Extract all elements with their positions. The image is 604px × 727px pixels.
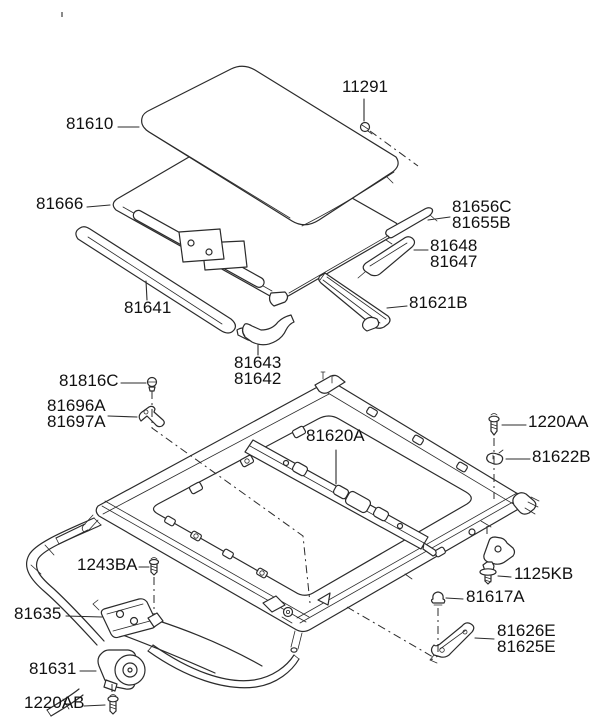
part-label-81622B: 81622B bbox=[532, 447, 591, 466]
guide-rail bbox=[318, 272, 391, 332]
side-trim-strip-upper bbox=[385, 207, 438, 245]
part-label-81697A: 81697A bbox=[47, 412, 106, 431]
drain-hose-elbow bbox=[241, 314, 295, 346]
part-label-81648: 81648 bbox=[430, 236, 478, 255]
rear-cross-member bbox=[244, 439, 437, 557]
sunshade-panel bbox=[112, 132, 400, 307]
part-label-1220AA: 1220AA bbox=[528, 412, 589, 431]
part-label-81696A: 81696A bbox=[47, 396, 106, 415]
leader-lines bbox=[65, 98, 531, 707]
part-label-1243BA: 1243BA bbox=[77, 555, 138, 574]
screw-glyph-1243ba bbox=[148, 557, 160, 576]
side-trim-strip-lower bbox=[357, 236, 416, 279]
part-label-81816C: 81816C bbox=[59, 371, 119, 390]
hold-down-bracket-1125kb bbox=[483, 536, 516, 565]
drive-cables bbox=[119, 619, 263, 674]
part-label-81656C: 81656C bbox=[452, 197, 512, 216]
screw-glyph-81816c bbox=[146, 376, 158, 392]
part-label-81626E: 81626E bbox=[497, 621, 556, 640]
part-label-81631: 81631 bbox=[29, 659, 77, 678]
part-label-81625E: 81625E bbox=[497, 637, 556, 656]
part-label-81641: 81641 bbox=[124, 298, 172, 317]
screw-glyph-1220aa bbox=[488, 413, 500, 436]
part-label-1125KB: 1125KB bbox=[514, 564, 574, 583]
part-label-81643: 81643 bbox=[234, 353, 282, 372]
part-label-81620A: 81620A bbox=[306, 426, 365, 445]
bolt-glyph-1125kb bbox=[479, 561, 497, 585]
cable-guide-assembly bbox=[92, 598, 164, 639]
part-label-1220AB: 1220AB bbox=[24, 693, 85, 712]
part-label-81647: 81647 bbox=[430, 252, 478, 271]
grommet-glyph-81617a bbox=[430, 591, 446, 606]
mount-bracket-81626e bbox=[429, 622, 475, 664]
screw-glyph-11291 bbox=[359, 121, 373, 135]
page-tick-mark bbox=[61, 12, 63, 17]
part-label-81655B: 81655B bbox=[452, 213, 511, 232]
part-label-81642: 81642 bbox=[234, 369, 282, 388]
part-label-81635: 81635 bbox=[14, 604, 62, 623]
clip-glyph-81622b bbox=[486, 449, 504, 465]
part-label-81610: 81610 bbox=[66, 114, 114, 133]
glass-panel bbox=[141, 65, 399, 227]
part-label-81617A: 81617A bbox=[466, 587, 525, 606]
frame-opening bbox=[152, 415, 472, 596]
sunroof-frame bbox=[81, 371, 540, 653]
screw-glyph-1220ab bbox=[107, 694, 119, 715]
part-label-81666: 81666 bbox=[36, 194, 84, 213]
sunroof-motor bbox=[97, 649, 146, 692]
part-label-11291: 11291 bbox=[342, 77, 389, 96]
part-label-81621B: 81621B bbox=[409, 293, 468, 312]
reference-lines bbox=[111, 130, 495, 695]
